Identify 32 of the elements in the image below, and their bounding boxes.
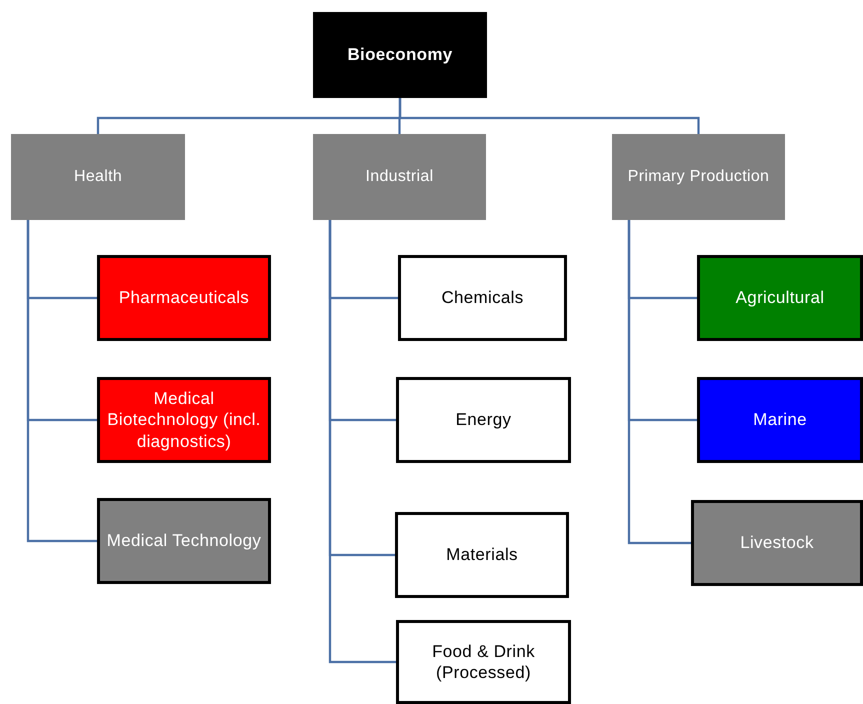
box-label: Bioeconomy [347,44,453,66]
box-label: Chemicals [441,287,524,309]
sector-box [97,377,271,463]
sector-box [691,500,863,586]
sector-box [697,255,863,341]
box-label: Materials [446,544,518,566]
box-label: Pharmaceuticals [118,287,250,309]
box-label: Medical Technology [106,530,262,552]
box-label: Energy [456,409,512,431]
category-box [313,134,486,220]
box-label: Primary Production [628,167,770,187]
category-box [11,134,185,220]
connector-line [398,98,700,134]
category-box [612,134,785,220]
sector-box [395,512,569,598]
sector-box [97,498,271,584]
root-box [313,12,487,98]
box-label: Agricultural [736,287,824,309]
sector-box [398,255,567,341]
connector-line [328,220,396,664]
connector-line [26,220,97,542]
box-label: Marine [753,409,807,431]
box-label: Food & Drink (Processed) [431,640,536,684]
box-label: Health [74,167,122,187]
sector-box [396,377,571,463]
box-label: Industrial [366,167,434,187]
sector-box [697,377,863,463]
sector-box [396,620,571,704]
box-label: Medical Biotechnology (incl. diagnostics) [106,388,262,452]
box-label: Livestock [740,532,814,554]
connector-line [628,220,691,544]
sector-box [97,255,271,341]
